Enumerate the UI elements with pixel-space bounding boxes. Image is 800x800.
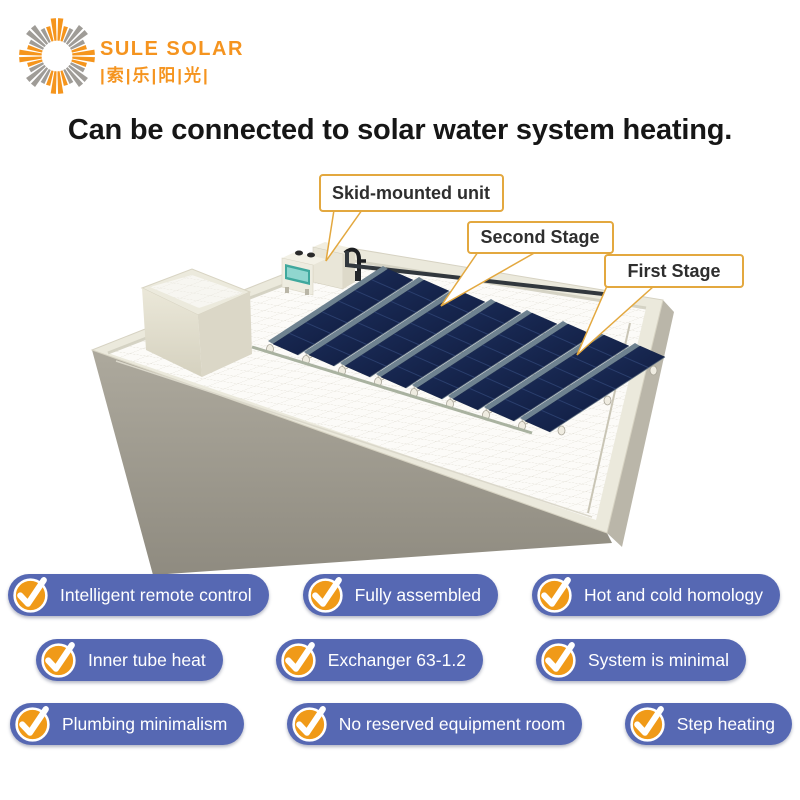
feature-label: Exchanger 63-1.2 <box>327 649 466 670</box>
sule-solar-logo-icon <box>19 18 95 94</box>
feature-badge: Plumbing minimalism <box>10 703 245 745</box>
check-icon <box>307 576 343 613</box>
check-icon <box>281 641 316 678</box>
feature-label: Plumbing minimalism <box>62 713 228 734</box>
building-front-facade <box>92 350 612 575</box>
callout-label: Skid-mounted unit <box>332 183 490 203</box>
check-icon <box>41 641 76 678</box>
check-icon <box>541 641 576 678</box>
callout-box <box>319 174 504 212</box>
check-icon <box>630 705 665 742</box>
check-icon <box>13 576 48 613</box>
check-icon <box>292 705 327 742</box>
feature-label: System is minimal <box>587 649 729 670</box>
feature-label: Fully assembled <box>354 584 482 605</box>
feature-badge: No reserved equipment room <box>286 703 583 745</box>
roof-stairwell-box <box>140 268 252 377</box>
callout-label: Second Stage <box>480 227 599 247</box>
return-pipe <box>251 345 533 435</box>
callout-box <box>604 254 744 288</box>
feature-label: No reserved equipment room <box>338 713 566 734</box>
callout-label: First Stage <box>627 261 720 281</box>
callout-box <box>467 221 614 254</box>
check-icon <box>15 705 50 742</box>
feature-badge: Inner tube heat <box>36 639 223 681</box>
feature-badge: Intelligent remote control <box>8 574 269 616</box>
feature-label: Inner tube heat <box>88 649 206 670</box>
page-title: Can be connected to solar water system h… <box>67 114 733 146</box>
feature-badge: Exchanger 63-1.2 <box>275 639 483 681</box>
feature-badge: System is minimal <box>535 639 746 681</box>
feature-label: Hot and cold homology <box>584 584 763 605</box>
feature-badge: Hot and cold homology <box>532 574 780 616</box>
feature-row-2: Inner tube heat Exchanger 63-1.2 System … <box>36 639 746 681</box>
feature-badge: Step heating <box>624 703 792 745</box>
feature-badge: Fully assembled <box>302 574 499 616</box>
callout-first-stage: First Stage <box>576 254 744 356</box>
callout-skid-mounted-unit: Skid-mounted unit <box>319 174 504 262</box>
feature-label: Intelligent remote control <box>60 584 252 605</box>
feature-label: Step heating <box>676 713 775 734</box>
check-icon <box>537 576 572 613</box>
brand-name: SULE SOLAR <box>100 38 244 60</box>
brand-name-chinese: |索|乐|阳|光| <box>100 66 210 85</box>
feature-row-3: Plumbing minimalism No reserved equipmen… <box>10 703 792 745</box>
callout-second-stage: Second Stage <box>440 221 614 307</box>
rooftop-illustration: Skid-mounted unit Second Stage First Sta… <box>90 174 744 575</box>
feature-row-1: Intelligent remote control Fully assembl… <box>8 574 780 616</box>
